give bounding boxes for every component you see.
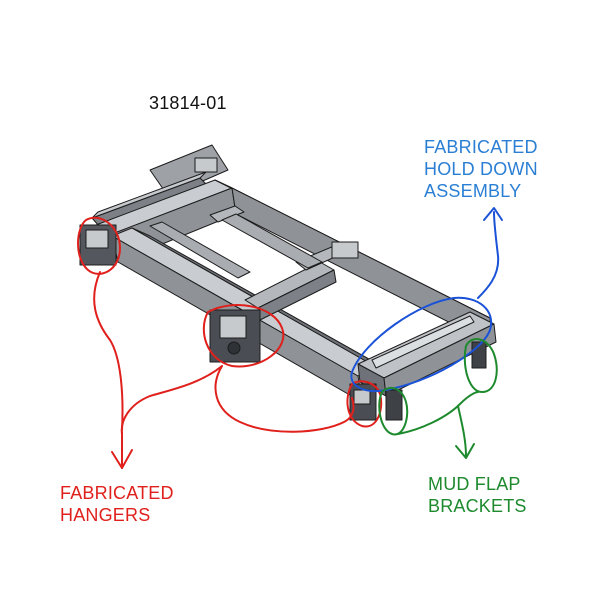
hanger-mid-plate: [219, 315, 247, 339]
inner-short-tube: [149, 221, 251, 279]
hanger-right-outline: [346, 380, 383, 428]
cross-member-1: [209, 205, 245, 223]
hanger-mid-pin: [227, 341, 241, 355]
hanger-left-outline: [77, 216, 121, 275]
hanger-connector-join: [120, 365, 223, 435]
hold-down-arrow-shaft: [477, 211, 500, 299]
hangers-label-line-1: FABRICATED: [60, 483, 174, 503]
mud-flap-arrow-shaft: [457, 405, 467, 457]
mud-flap-brackets-label: MUD FLAP BRACKETS: [428, 473, 527, 517]
hangers-label-line-2: HANGERS: [60, 505, 151, 525]
hold-down-outline: [350, 296, 493, 392]
hold-down-callout: [350, 207, 503, 392]
mud-flap-connector: [397, 391, 479, 435]
hold-down-arrowhead: [483, 207, 503, 221]
hold-down-label-line-2: HOLD DOWN: [424, 159, 538, 179]
fabricated-hangers-label: FABRICATED HANGERS: [60, 482, 174, 526]
hanger-right-plate: [353, 389, 371, 405]
part-number-label: 31814-01: [149, 93, 227, 113]
mud-flap-left-outline: [378, 386, 409, 436]
mud-flap-label-line-1: MUD FLAP: [428, 474, 521, 494]
hanger-connector-left: [93, 271, 124, 431]
hold-down-plate: [371, 315, 475, 369]
inner-long-tube: [221, 213, 323, 269]
hold-down-label-line-3: ASSEMBLY: [424, 181, 522, 201]
top-plate-far: [331, 241, 359, 259]
hanger-connector-mid: [214, 365, 355, 433]
hanger-mid-outline: [203, 304, 285, 368]
hanger-left-plate: [85, 229, 109, 249]
mud-flap-right-outline: [463, 338, 498, 393]
hangers-callout: [77, 216, 383, 469]
mud-flap-callout: [378, 338, 498, 459]
hold-down-label-line-1: FABRICATED: [424, 137, 538, 157]
hold-down-assembly-label: FABRICATED HOLD DOWN ASSEMBLY: [424, 136, 538, 202]
top-plate-near: [194, 157, 218, 173]
mud-flap-label-line-2: BRACKETS: [428, 496, 527, 516]
mud-flap-arrowhead: [455, 443, 475, 459]
mud-flap-bracket-left: [385, 389, 403, 421]
